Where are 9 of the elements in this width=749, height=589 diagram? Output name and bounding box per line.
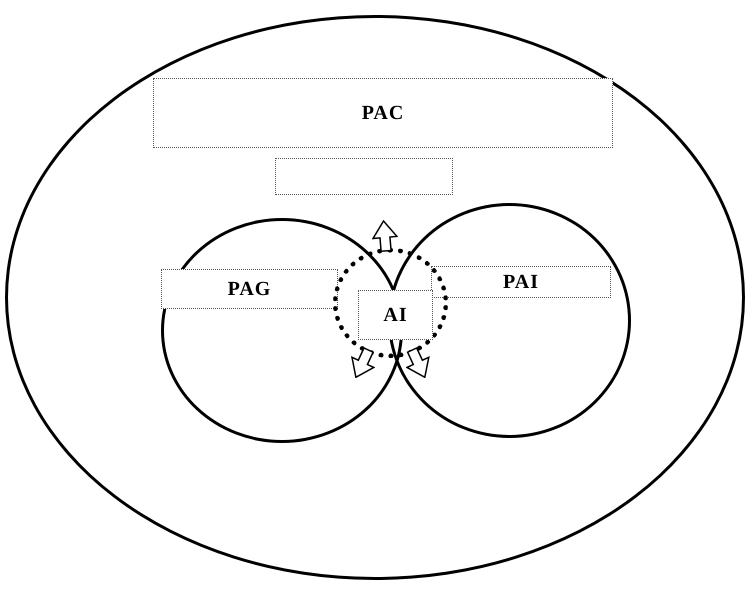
label-box: AI (358, 290, 433, 340)
empty-box (275, 158, 453, 195)
block-arrow (372, 220, 398, 253)
label-box: PAG (161, 269, 338, 309)
label-box: PAI (431, 266, 611, 298)
block-arrow (406, 347, 430, 378)
label-box: PAC (153, 78, 613, 148)
block-arrow (350, 347, 375, 378)
outer-ellipse (5, 15, 745, 580)
